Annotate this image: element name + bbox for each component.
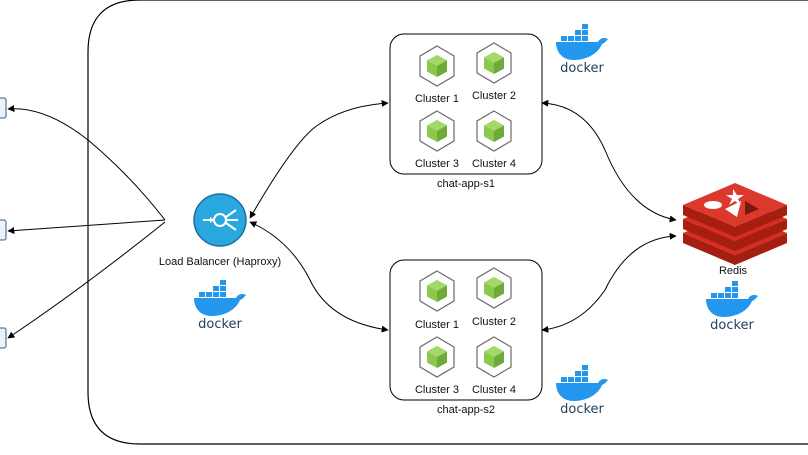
docker-logo-lb: docker: [194, 280, 246, 332]
cluster-label: Cluster 2: [471, 90, 517, 102]
docker-logo-s2: docker: [556, 365, 608, 417]
cluster-label: Cluster 3: [414, 158, 460, 170]
svg-text:docker: docker: [198, 317, 242, 332]
docker-logo-s1: docker: [556, 24, 608, 76]
edge-lb-s2: [249, 221, 389, 333]
redis-label: Redis: [718, 265, 748, 277]
load-balancer-label: Load Balancer (Haproxy): [158, 256, 282, 268]
cluster-label: Cluster 1: [414, 319, 460, 331]
edge-s1-redis: [541, 99, 677, 223]
server-box-s2: [389, 259, 543, 401]
server-name-label: chat-app-s2: [436, 404, 496, 416]
docker-logo-redis: docker: [706, 281, 758, 333]
cluster-label: Cluster 3: [414, 384, 460, 396]
edge-lb-s1: [249, 99, 389, 219]
cluster-label: Cluster 4: [471, 158, 517, 170]
svg-text:docker: docker: [560, 61, 604, 76]
svg-text:docker: docker: [710, 318, 754, 333]
load-balancer-icon: [193, 193, 247, 247]
client-node-1: [0, 97, 7, 119]
edge-client2-lb: [7, 219, 166, 235]
edge-s2-redis: [541, 232, 677, 333]
client-node-2: [0, 219, 7, 241]
redis-icon: [683, 183, 787, 265]
server-name-label: chat-app-s1: [436, 178, 496, 190]
server-box-s1: [389, 33, 543, 175]
edge-client1-lb: [7, 105, 166, 221]
system-boundary: [87, 0, 808, 445]
cluster-label: Cluster 4: [471, 384, 517, 396]
svg-text:docker: docker: [560, 402, 604, 417]
cluster-label: Cluster 2: [471, 316, 517, 328]
client-node-3: [0, 327, 7, 349]
edge-client3-lb: [7, 221, 166, 339]
cluster-label: Cluster 1: [414, 93, 460, 105]
